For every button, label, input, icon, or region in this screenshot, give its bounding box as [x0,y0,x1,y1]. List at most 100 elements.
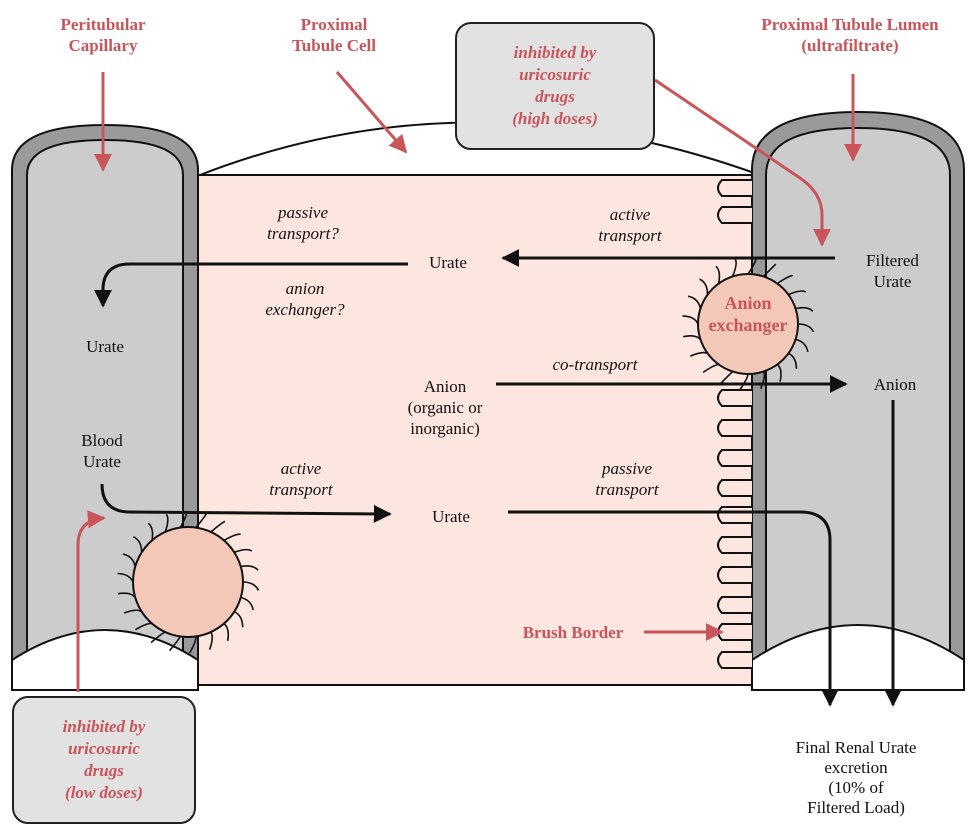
transporter-hair [164,513,169,533]
brush-border-label: Brush Border [522,623,624,642]
high-box-line-4: (high doses) [512,109,598,128]
high-box-line-1: inhibited by [513,43,597,62]
anion-cell-line-2: (organic or [407,398,483,417]
microvillus [717,449,752,467]
microvillus [717,206,752,224]
transporter-hair [776,363,782,382]
cell-header-line-2: Tubule Cell [292,36,376,55]
transporter-hair [776,274,793,285]
transporter-hair [234,548,253,554]
tubule-cell-body [195,175,785,685]
capillary-header: Peritubular Capillary [48,14,158,56]
passive-transport-q-line-1: passive [277,203,329,222]
capillary-header-line-2: Capillary [68,36,138,55]
basolateral-transporter-body [132,526,244,638]
low-dose-inhibition-box: inhibited by uricosuric drugs (low doses… [12,696,196,824]
anion-exchanger-q-line-2: exchanger? [265,300,345,319]
high-dose-inhibition-arrow [654,78,831,247]
transporter-hair [788,290,807,296]
transporter-hair [699,278,709,295]
passive-transport-bottom-label: passive transport [562,458,692,500]
microvillus [717,651,752,669]
urate-capillary-label: Urate [86,337,124,356]
low-box-line-4: (low doses) [65,783,143,802]
urate-secretion-arrow [100,483,392,523]
anion-cell-line-1: Anion [423,377,467,396]
lumen-lumen [765,126,951,691]
blood-urate-line-2: Urate [83,452,121,471]
passive-transport-q-line-2: transport? [267,224,339,243]
blood-urate-label: Blood Urate [62,430,142,472]
transporter-hair [223,622,230,641]
passive-transport-q-label: passive transport? [248,202,358,244]
anion-exchanger-label: Anion exchanger [693,292,803,336]
brush-border-villi [717,179,752,669]
anion-lumen-label: Anion [873,375,917,394]
urate-top-label: Urate [429,253,467,272]
urate-passive-arrow [508,510,839,707]
cell-header: Proximal Tubule Cell [274,14,394,56]
microvillus [717,596,752,614]
low-dose-inhibition-arrow [76,510,106,692]
final-excretion-line-3: (10% of [828,778,884,797]
lumen-header-line-2: (ultrafiltrate) [801,36,899,55]
blood-urate-line-1: Blood [81,431,123,450]
transporter-hair [223,533,241,542]
active-transport-bottom-line-2: transport [269,480,333,499]
microvillus [717,623,752,641]
low-box-line-3: drugs [84,761,124,780]
low-box-line-2: uricosuric [68,739,140,758]
urate-bottom-label: Urate [432,507,470,526]
co-transport-label: co-transport [552,355,638,374]
anion-exchanger-body [697,273,799,375]
anion-exchanger-line-2: exchanger [708,315,788,335]
transporter-hair [233,610,244,628]
active-transport-bottom-line-1: active [280,459,322,478]
passive-transport-bottom-line-2: transport [595,480,659,499]
anion-cell-line-3: inorganic) [410,419,480,438]
filtered-urate-line-1: Filtered [866,251,919,270]
anion-exchanger-q-line-1: anion [285,279,325,298]
microvillus [717,506,752,524]
high-box-line-3: drugs [535,87,575,106]
capillary-opening [11,629,199,691]
final-excretion-line-1: Final Renal Urate [795,738,917,757]
active-transport-top-label: active transport [565,204,695,246]
anion-exchanger-villi [682,258,815,390]
transporter-hair [242,581,260,591]
transporter-hair [240,565,259,571]
transporter-hair [147,522,154,541]
filtered-urate-label: Filtered Urate [835,250,950,292]
active-transport-top-line-2: transport [598,226,662,245]
lumen-header: Proximal Tubule Lumen (ultrafiltrate) [735,14,965,56]
microvillus [717,389,752,407]
active-transport-top-line-1: active [609,205,651,224]
anion-cell-label: Anion (organic or inorganic) [380,376,510,439]
microvillus [717,566,752,584]
transporter-hair [788,352,798,369]
transporter-hair [210,520,226,533]
transporter-hair [797,323,815,333]
transporter-hair [132,535,143,553]
transporter-hair [795,338,809,352]
lumen-header-line-1: Proximal Tubule Lumen [761,15,939,34]
anion-exchanger-line-1: Anion [724,293,772,313]
urate-to-capillary-arrow [94,262,408,308]
cell-header-line-1: Proximal [300,15,368,34]
transporter-hair [762,263,777,277]
anion-exchanger-q-label: anion exchanger? [240,278,370,320]
transporter-hair [795,306,814,312]
microvillus [717,479,752,497]
microvillus [717,536,752,554]
final-excretion-line-2: excretion [824,758,888,777]
final-excretion-line-4: Filtered Load) [807,798,905,817]
active-transport-bottom-label: active transport [236,458,366,500]
passive-transport-bottom-line-1: passive [601,459,653,478]
transporter-hair [240,596,254,611]
final-excretion-label: Final Renal Urate excretion (10% of Filt… [766,738,946,818]
low-box-line-1: inhibited by [62,717,146,736]
transporter-hair [715,265,721,284]
filtered-urate-line-2: Urate [873,272,912,291]
